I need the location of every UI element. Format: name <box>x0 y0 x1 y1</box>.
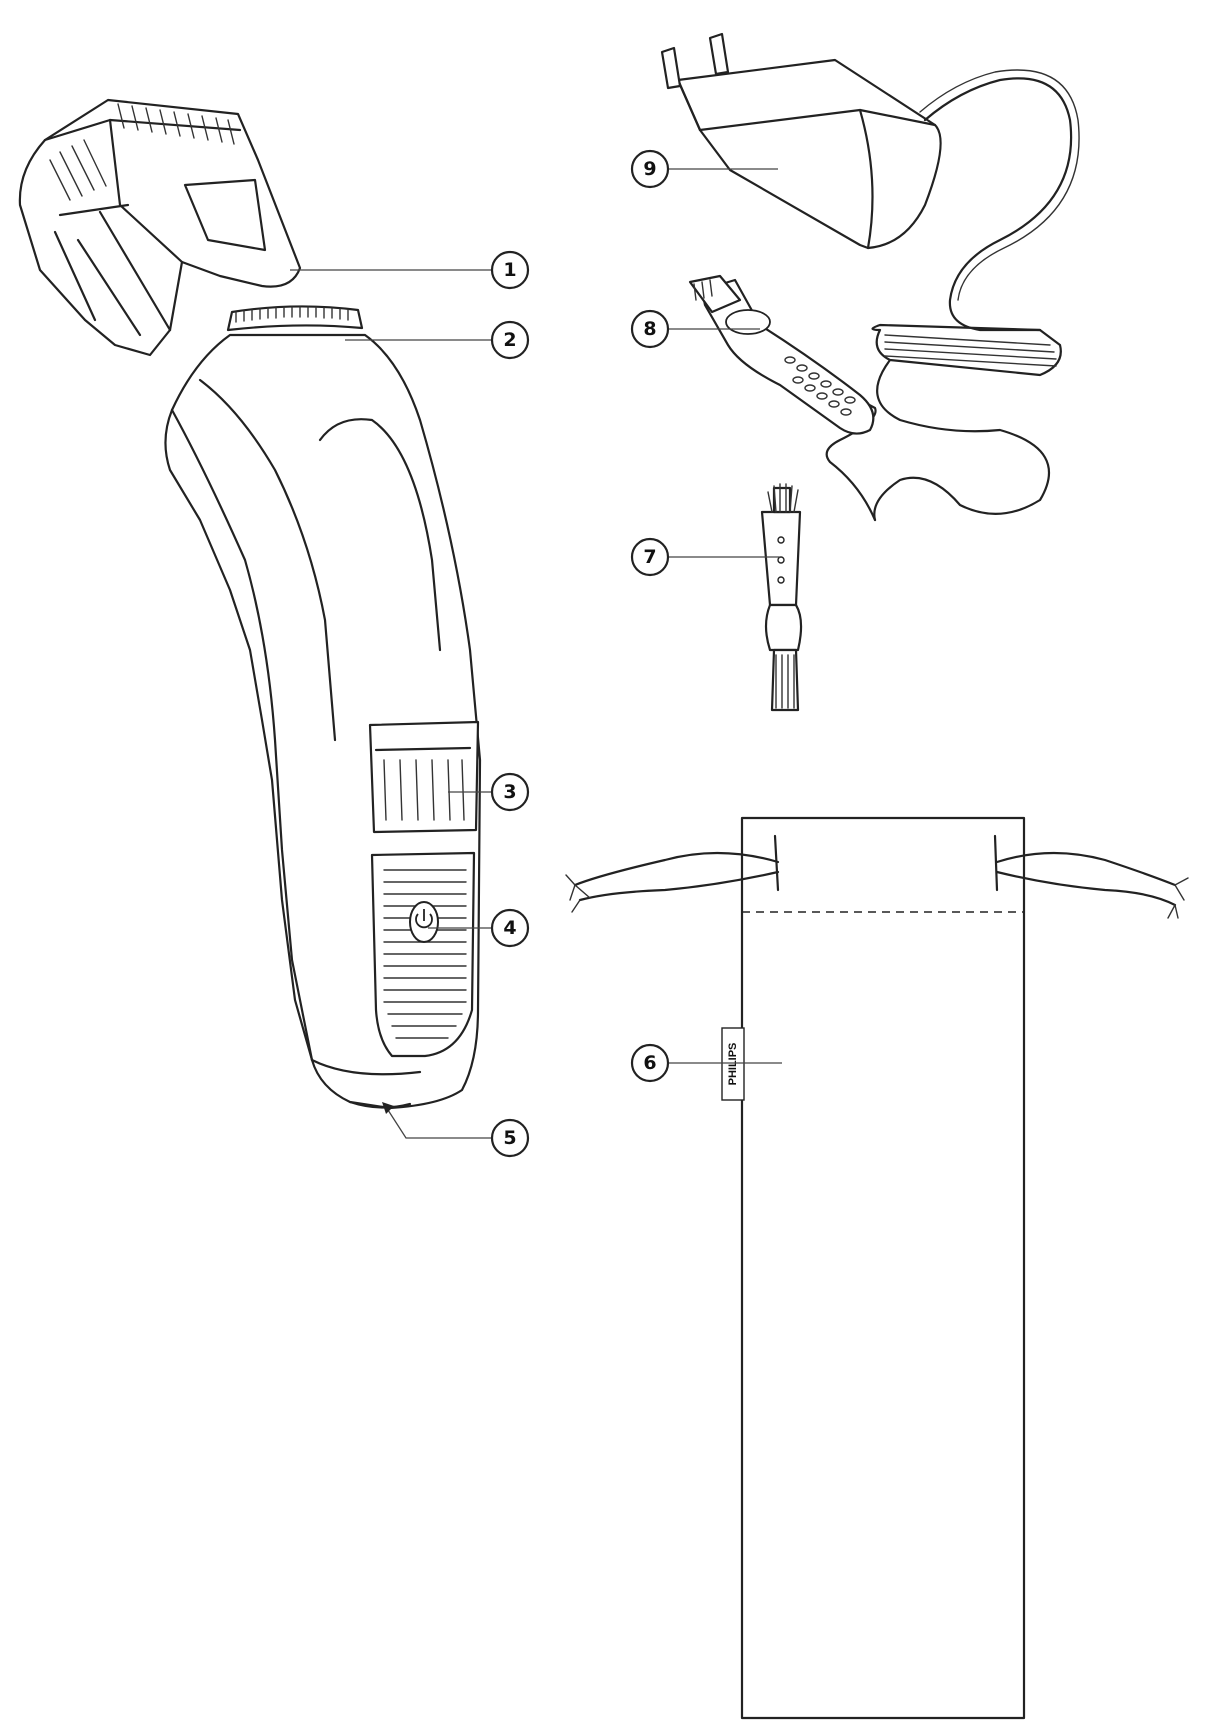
callout-2: 2 <box>490 320 530 360</box>
cleaning-brush <box>760 483 803 712</box>
callout-7-label: 7 <box>643 546 656 568</box>
callout-5: 5 <box>490 1118 530 1158</box>
leader-lines <box>290 168 782 1064</box>
callout-9: 9 <box>630 149 670 189</box>
pouch: PHILIPS <box>565 816 1189 1720</box>
brand-label <box>721 1027 745 1101</box>
callout-2-label: 2 <box>503 329 516 351</box>
callout-3: 3 <box>490 772 530 812</box>
coiled-cord <box>871 323 1062 522</box>
socket-arrow-icon <box>382 1102 394 1114</box>
callout-1: 1 <box>490 250 530 290</box>
callout-7: 7 <box>630 537 670 577</box>
callout-8-label: 8 <box>643 318 656 340</box>
adapter-prongs <box>660 32 730 90</box>
adapter <box>660 32 1080 522</box>
callout-3-label: 3 <box>503 781 516 803</box>
callout-8: 8 <box>630 309 670 349</box>
callout-5-label: 5 <box>503 1127 516 1149</box>
callout-1-label: 1 <box>503 259 516 281</box>
brand-label-text: PHILIPS <box>727 1043 739 1086</box>
appliance-plug <box>688 274 875 435</box>
length-setting-window <box>368 720 480 834</box>
blade <box>226 305 364 332</box>
power-icon[interactable] <box>409 901 439 943</box>
callout-6: 6 <box>630 1043 670 1083</box>
trimmer-body <box>164 305 505 1139</box>
callout-4-label: 4 <box>503 917 516 939</box>
callout-6-label: 6 <box>643 1052 656 1074</box>
comb-attachment <box>18 98 302 357</box>
callout-4: 4 <box>490 908 530 948</box>
callout-9-label: 9 <box>643 158 656 180</box>
